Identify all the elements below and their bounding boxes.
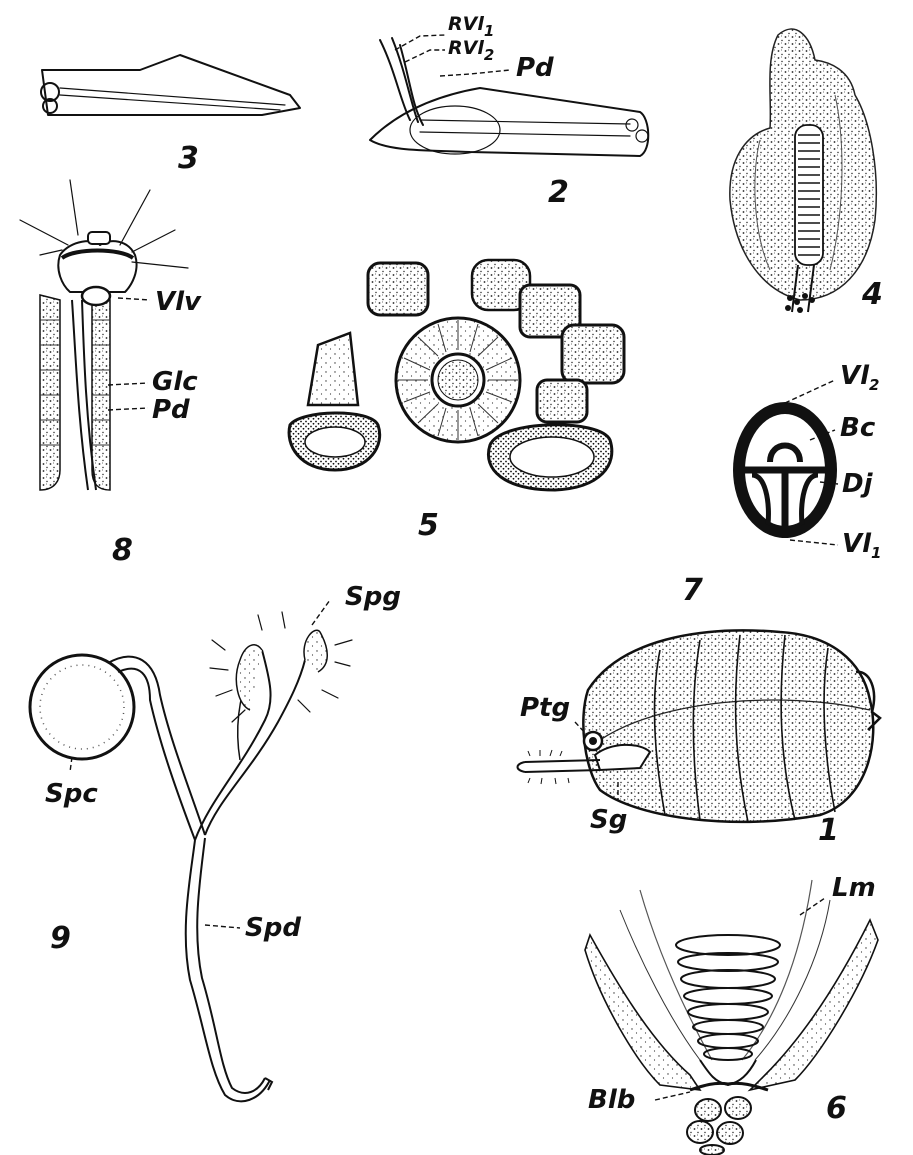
label-pd-fig2: Pd — [516, 53, 554, 83]
figure-number-8: 8 — [112, 533, 133, 568]
figure-3: 3 — [41, 55, 300, 176]
label-glc: Glc — [152, 367, 198, 397]
label-bc: Bc — [840, 413, 876, 443]
label-spd: Spd — [245, 913, 301, 943]
label-rvl2: RVl2 — [448, 37, 494, 64]
figure-number-4: 4 — [861, 277, 883, 312]
figure-5: 5 — [289, 260, 624, 543]
figure-8: Vlv Glc Pd 8 — [20, 180, 202, 568]
label-vlv: Vlv — [155, 287, 202, 317]
figure-number-6: 6 — [826, 1091, 847, 1126]
label-spg: Spg — [345, 582, 401, 612]
label-spc: Spc — [45, 779, 98, 809]
figure-number-1: 1 — [818, 813, 839, 848]
figure-9: Spg Spc Spd 9 — [30, 582, 401, 1101]
figure-4: 4 — [730, 29, 883, 313]
label-dj: Dj — [842, 469, 874, 499]
figure-number-2: 2 — [548, 175, 569, 210]
label-vl1: Vl1 — [842, 529, 881, 562]
label-vl2: Vl2 — [840, 361, 879, 394]
figure-number-9: 9 — [50, 921, 71, 956]
figure-2: RVl1 RVl2 Pd 2 — [370, 13, 648, 210]
figure-7: Vl2 Bc Dj Vl1 7 — [682, 361, 881, 608]
label-pd-fig8: Pd — [152, 395, 190, 425]
figure-1: Ptg Sg 1 — [518, 630, 881, 848]
figure-6: Lm Blb 6 — [585, 873, 878, 1155]
figure-number-7: 7 — [682, 573, 703, 608]
label-lm: Lm — [832, 873, 876, 903]
label-ptg: Ptg — [520, 693, 570, 723]
label-sg: Sg — [590, 805, 627, 835]
figure-number-5: 5 — [418, 508, 439, 543]
figure-number-3: 3 — [178, 141, 199, 176]
label-rvl1: RVl1 — [448, 13, 494, 40]
label-blb: Blb — [588, 1085, 635, 1115]
